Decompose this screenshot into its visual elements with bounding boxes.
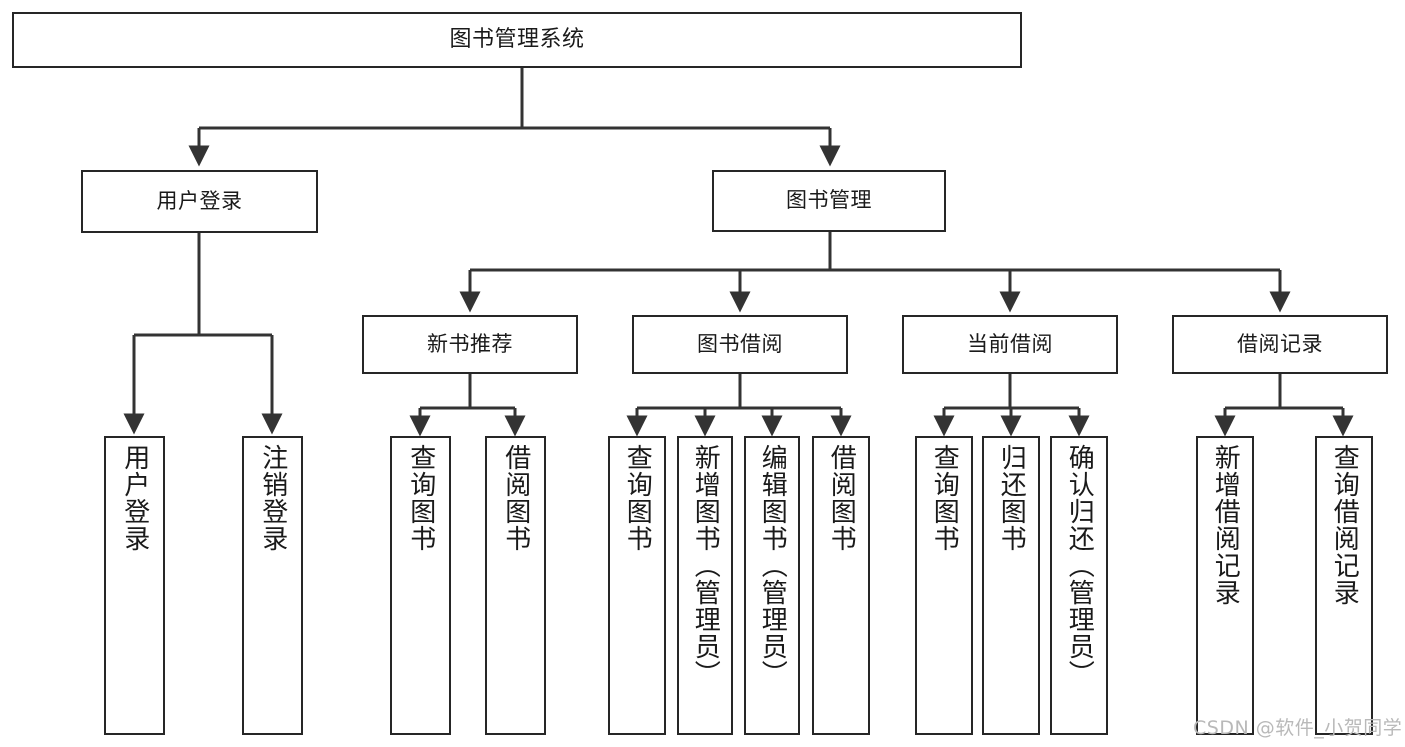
watermark-text: CSDN @软件_小贺同学 [1193, 717, 1403, 739]
node-label: 注销登录 [257, 444, 288, 552]
node-label: 图书借阅 [697, 331, 783, 356]
leaf-query-book-recommend[interactable]: 查询图书 [390, 436, 451, 735]
leaf-user-login[interactable]: 用户登录 [104, 436, 165, 735]
node-current-borrow[interactable]: 当前借阅 [902, 315, 1118, 374]
node-label: 查询图书 [622, 444, 653, 552]
node-borrow-record[interactable]: 借阅记录 [1172, 315, 1388, 374]
leaf-query-borrow-record[interactable]: 查询借阅记录 [1315, 436, 1373, 735]
node-label: 查询图书 [929, 444, 960, 552]
leaf-add-borrow-record[interactable]: 新增借阅记录 [1196, 436, 1254, 735]
node-label: 图书管理系统 [449, 26, 585, 52]
leaf-borrow-book-recommend[interactable]: 借阅图书 [485, 436, 546, 735]
node-label: 编辑图书（管理员） [757, 444, 788, 687]
node-book-management[interactable]: 图书管理 [712, 170, 946, 232]
node-label: 新书推荐 [427, 331, 513, 356]
node-root-system[interactable]: 图书管理系统 [12, 12, 1022, 68]
leaf-logout[interactable]: 注销登录 [242, 436, 303, 735]
leaf-confirm-return-admin[interactable]: 确认归还（管理员） [1050, 436, 1108, 735]
node-label: 查询图书 [405, 444, 436, 552]
leaf-add-book-admin[interactable]: 新增图书（管理员） [677, 436, 733, 735]
leaf-edit-book-admin[interactable]: 编辑图书（管理员） [744, 436, 800, 735]
node-label: 当前借阅 [967, 331, 1053, 356]
node-label: 归还图书 [996, 444, 1027, 552]
leaf-borrow-book[interactable]: 借阅图书 [812, 436, 870, 735]
node-label: 查询借阅记录 [1329, 444, 1360, 606]
node-label: 借阅记录 [1237, 331, 1323, 356]
node-user-login[interactable]: 用户登录 [81, 170, 318, 233]
node-book-borrow[interactable]: 图书借阅 [632, 315, 848, 374]
node-label: 用户登录 [119, 444, 150, 552]
leaf-query-book-borrow[interactable]: 查询图书 [608, 436, 666, 735]
node-label: 借阅图书 [826, 444, 857, 552]
leaf-query-book-current[interactable]: 查询图书 [915, 436, 973, 735]
node-new-book-recommend[interactable]: 新书推荐 [362, 315, 578, 374]
node-label: 新增图书（管理员） [690, 444, 721, 687]
node-label: 新增借阅记录 [1210, 444, 1241, 606]
node-label: 图书管理 [786, 188, 872, 213]
node-label: 用户登录 [156, 188, 243, 213]
node-label: 借阅图书 [500, 444, 531, 552]
node-label: 确认归还（管理员） [1064, 444, 1095, 687]
leaf-return-book[interactable]: 归还图书 [982, 436, 1040, 735]
